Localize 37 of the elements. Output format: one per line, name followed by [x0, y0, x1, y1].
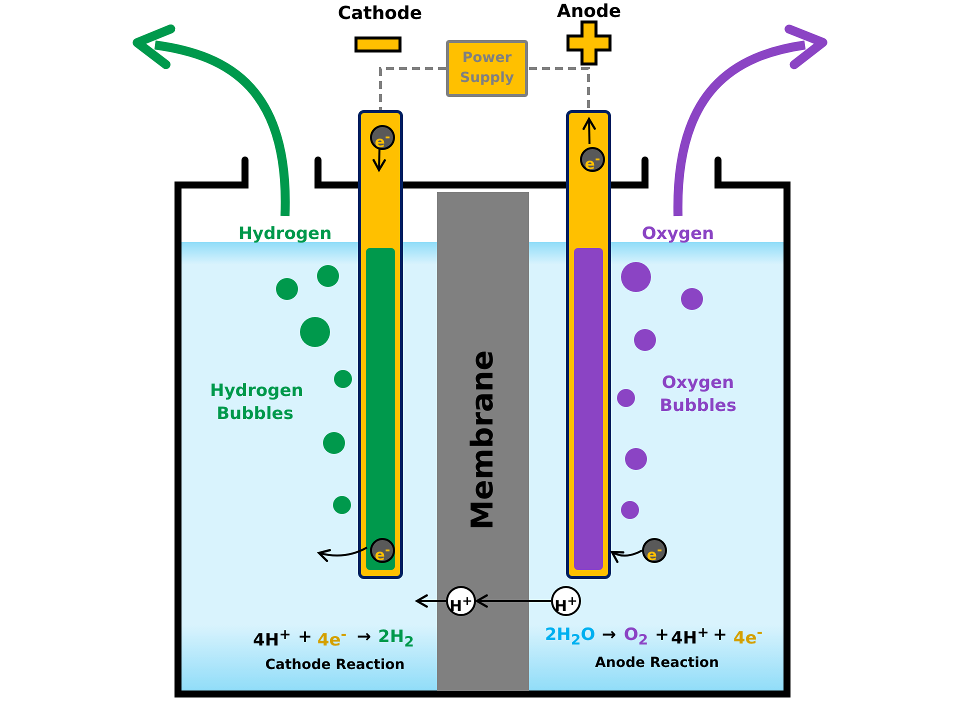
arrow [416, 594, 446, 608]
gas-flow-arrow [132, 24, 290, 216]
equation-term: 4H$^{+}$ [253, 626, 291, 653]
bubbles-label: Oxygen Bubbles [658, 372, 738, 418]
gas-label: Hydrogen [230, 222, 340, 246]
gas-label: Oxygen [630, 222, 726, 246]
arrow [318, 546, 368, 562]
equation-term: 4e$^{-}$ [317, 626, 347, 653]
wire [379, 67, 446, 110]
equation-term: → [356, 626, 372, 649]
arrow [582, 118, 596, 144]
equation-term: 2H$_{2}$ [378, 626, 414, 652]
electrode-bar [566, 110, 611, 579]
reaction-caption: Anode Reaction [595, 654, 719, 673]
electrode-label: Anode [556, 0, 622, 24]
arrow [476, 594, 551, 608]
equation-term: + [298, 626, 312, 649]
equation-term: + [654, 624, 670, 647]
electrode-label: Cathode [338, 2, 422, 26]
bubbles-label: Hydrogen Bubbles [210, 380, 300, 426]
equation-term: → [602, 624, 616, 647]
proton-circle: H$^{+}$ [446, 586, 476, 616]
equation-term: 4H$^{+}$ [671, 624, 709, 651]
equation-term: 4e$^{-}$ [733, 624, 763, 651]
equation-term: O$_{2}$ [624, 624, 648, 650]
equation-term: 2H$_{2}$O [544, 624, 596, 650]
electron-circle: e$^{-}$ [580, 147, 605, 172]
arrow [610, 550, 642, 563]
electrode-bar [358, 110, 403, 579]
reaction-caption: Cathode Reaction [265, 656, 405, 675]
membrane-band: Membrane H$^{+}$ [437, 192, 529, 691]
wire [529, 67, 590, 110]
equation-term: + [712, 624, 728, 647]
gas-flow-arrow [674, 25, 828, 216]
electron-circle: e$^{-}$ [370, 125, 395, 150]
power-supply-box: Power Supply [446, 40, 528, 97]
arrow [372, 146, 386, 172]
